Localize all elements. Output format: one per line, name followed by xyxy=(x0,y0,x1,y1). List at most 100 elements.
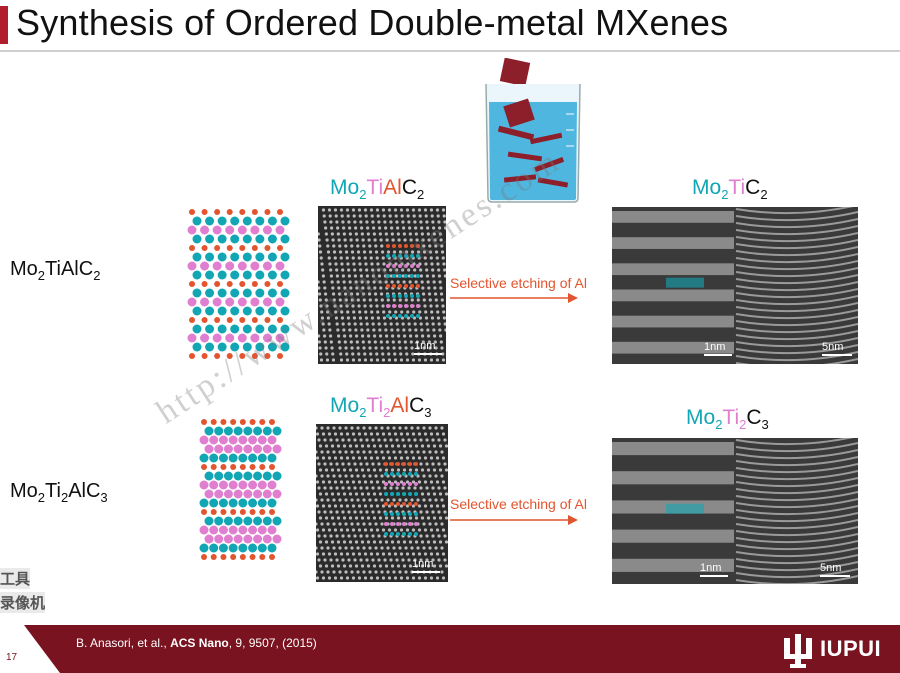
atom xyxy=(233,426,243,436)
atom xyxy=(230,216,240,226)
atom xyxy=(223,489,233,499)
atom xyxy=(269,509,275,515)
atom xyxy=(201,245,208,251)
atom xyxy=(255,324,265,334)
row2-arrow-icon xyxy=(450,515,578,525)
atom xyxy=(233,489,243,499)
atom xyxy=(201,419,207,425)
formula-part: C xyxy=(409,394,425,417)
atom xyxy=(238,498,248,508)
atom xyxy=(267,453,277,463)
row2-max-scale-bar: 1nm xyxy=(412,558,440,573)
row2-formula: Mo2Ti2AlC3 xyxy=(10,480,108,505)
atom xyxy=(214,353,221,359)
atom xyxy=(214,534,224,544)
atom xyxy=(220,554,227,560)
formula-part: 2 xyxy=(417,187,425,203)
atom xyxy=(205,288,215,298)
atom xyxy=(201,281,208,287)
row1-max-scale-bar: 1nm xyxy=(414,340,442,355)
atom xyxy=(189,245,195,251)
row1-arrow-icon xyxy=(450,293,578,303)
overlay-tool-text-1: 工具 xyxy=(0,568,31,589)
row1-mxene-label: Mo2TiC2 xyxy=(692,176,768,202)
formula-part: Ti xyxy=(366,176,384,199)
formula-part: 3 xyxy=(424,405,432,421)
atom xyxy=(275,297,285,307)
atom xyxy=(226,209,233,215)
atom xyxy=(226,245,233,251)
atom xyxy=(242,342,252,352)
atom xyxy=(255,252,265,262)
atom xyxy=(255,306,265,316)
atom xyxy=(223,534,233,544)
atom xyxy=(259,419,266,425)
atom xyxy=(192,342,202,352)
atom xyxy=(272,489,282,499)
atom xyxy=(249,509,256,515)
slide-title: Synthesis of Ordered Double-metal MXenes xyxy=(16,2,729,43)
overlay-tool-text-2: 录像机 xyxy=(0,592,46,613)
formula-part: 2 xyxy=(359,187,367,203)
atom xyxy=(280,342,290,352)
row1-mxene-scale-bar-right: 5nm xyxy=(822,341,852,356)
atom xyxy=(250,297,260,307)
atom xyxy=(267,435,277,445)
atom xyxy=(237,261,247,271)
atom xyxy=(253,426,263,436)
atom xyxy=(214,209,221,215)
atom xyxy=(201,353,208,359)
atom xyxy=(280,252,290,262)
atom xyxy=(239,419,246,425)
formula-part: Mo xyxy=(692,176,722,199)
atom xyxy=(257,498,267,508)
atom xyxy=(253,516,263,526)
atom xyxy=(233,471,243,481)
atom xyxy=(200,261,210,271)
atom xyxy=(275,225,285,235)
atom xyxy=(214,516,224,526)
atom xyxy=(204,516,214,526)
row1-mxene-stem-image: 1nm 5nm xyxy=(612,207,858,364)
atom xyxy=(277,317,283,323)
atom xyxy=(217,234,227,244)
atom xyxy=(243,516,253,526)
atom xyxy=(257,435,267,445)
atom xyxy=(201,209,208,215)
atom xyxy=(192,234,202,244)
etching-beaker-illustration xyxy=(485,58,581,203)
atom xyxy=(214,489,224,499)
atom xyxy=(226,353,233,359)
atom xyxy=(262,534,272,544)
formula-part: 2 xyxy=(739,417,747,433)
atom xyxy=(267,270,277,280)
formula-part: 2 xyxy=(760,187,768,203)
atom xyxy=(249,554,256,560)
title-accent-bar xyxy=(0,6,8,44)
trident-icon xyxy=(784,634,812,668)
atom xyxy=(192,270,202,280)
atom xyxy=(243,471,253,481)
row2-mxene-scale-bar-left: 1nm xyxy=(700,562,728,577)
atom xyxy=(200,225,210,235)
atom xyxy=(248,543,258,553)
atom xyxy=(253,489,263,499)
row1-max-phase-label: Mo2TiAlC2 xyxy=(330,176,424,202)
atom xyxy=(248,525,258,535)
atom xyxy=(242,234,252,244)
atom xyxy=(269,464,275,470)
atom xyxy=(218,543,228,553)
atom xyxy=(205,252,215,262)
formula-part: Mo xyxy=(330,394,360,417)
atom xyxy=(205,324,215,334)
atom xyxy=(200,297,210,307)
row2-max-stem-image: 1nm xyxy=(316,424,448,582)
atom xyxy=(272,426,282,436)
atom xyxy=(225,261,235,271)
atom xyxy=(280,216,290,226)
atom xyxy=(237,225,247,235)
formula-part: 2 xyxy=(715,417,723,433)
atom xyxy=(239,317,246,323)
formula-part: C xyxy=(746,406,762,429)
atom xyxy=(212,333,222,343)
